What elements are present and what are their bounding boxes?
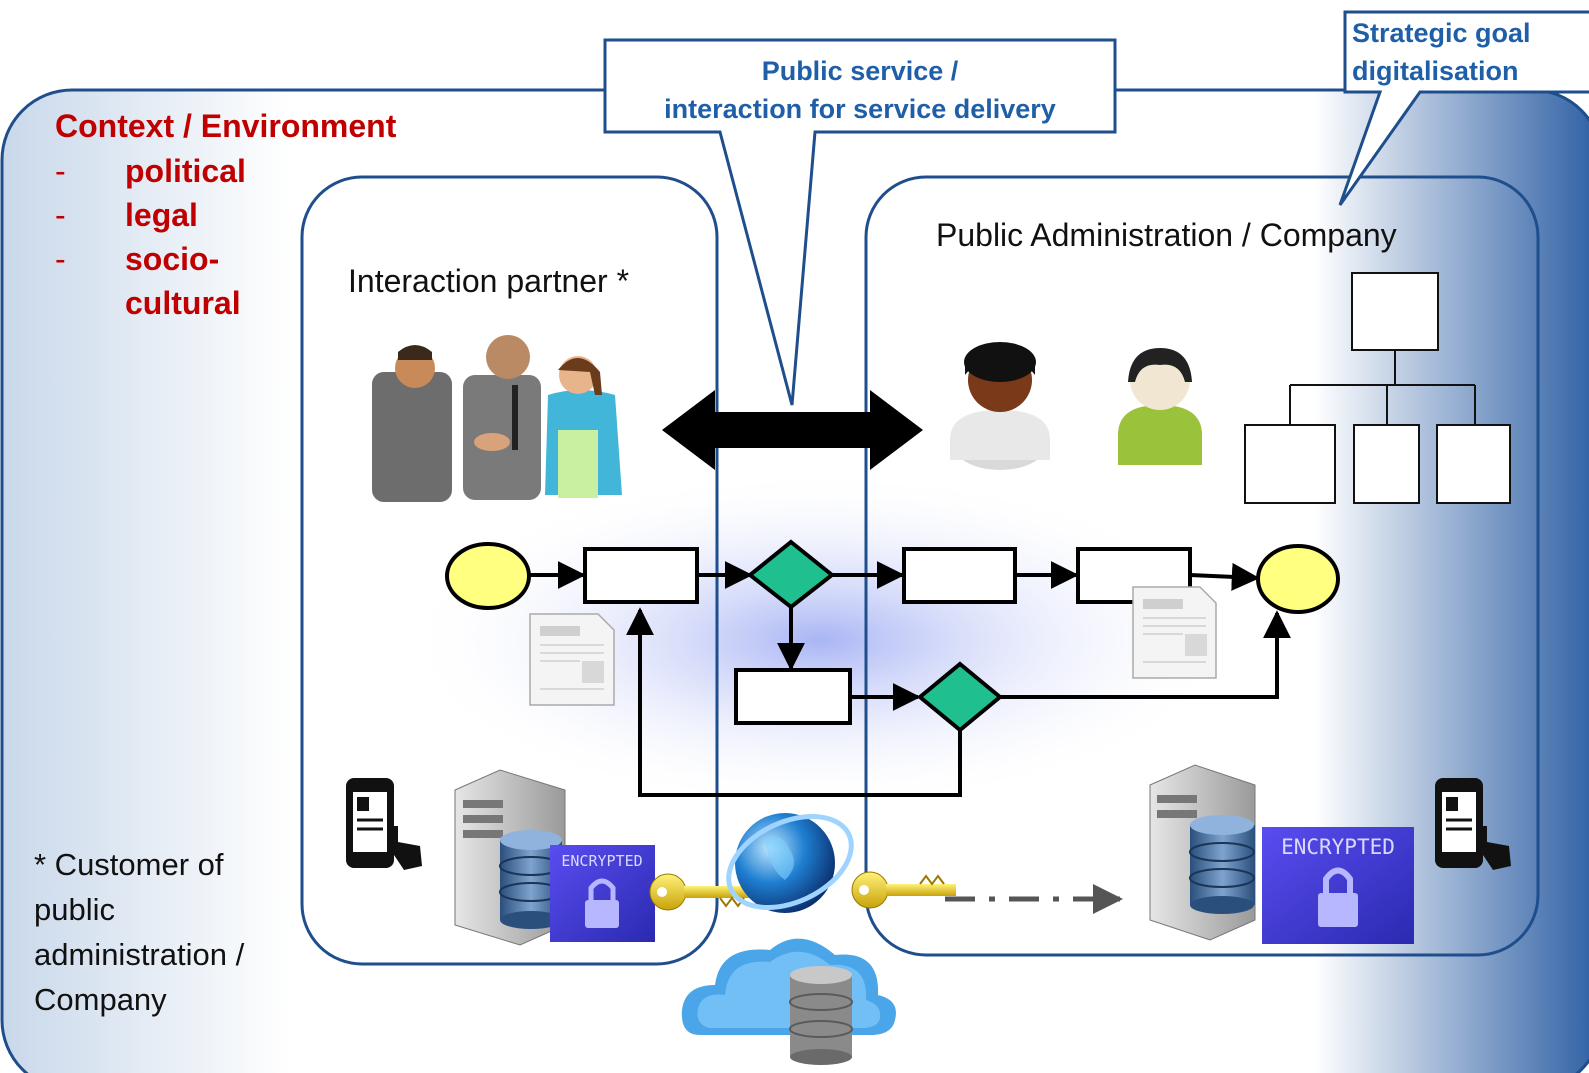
task-box-2 [902, 547, 1017, 604]
context-item-label: political [125, 153, 246, 189]
context-item-legal: - legal [55, 197, 198, 234]
callout-public-service [603, 38, 1117, 406]
document-icon [1132, 586, 1217, 679]
lane-right-label: Public Administration / Company [936, 217, 1397, 253]
globe-icon [726, 813, 854, 913]
callout-strategic-line1: Strategic goal [1352, 18, 1531, 48]
end-event [1256, 544, 1340, 614]
callout-strategic-goal [1338, 10, 1589, 206]
encrypted-lock-icon: ENCRYPTED [1262, 827, 1414, 944]
gateway-1 [746, 539, 836, 610]
lane-interaction-partner [300, 175, 719, 966]
interaction-double-arrow [662, 390, 923, 470]
context-item-label: socio- [125, 241, 220, 277]
footnote-line3: administration / [34, 937, 245, 972]
footnote-line2: public [34, 892, 115, 927]
key-icon [851, 871, 956, 909]
mobile-phone-icon [346, 778, 422, 870]
footnote: * Customer of public administration / Co… [34, 842, 294, 1022]
encrypted-label: ENCRYPTED [1281, 835, 1395, 859]
start-event [445, 542, 531, 610]
server-database-icon [1149, 764, 1256, 941]
task-box-1 [583, 547, 699, 604]
context-item-socio: - socio- [55, 241, 219, 278]
list-dash: - [55, 241, 66, 277]
callout-strategic-line2: digitalisation [1352, 56, 1519, 86]
cloud-database-icon [681, 938, 896, 1065]
server-database-icon [454, 769, 566, 946]
process-glow [400, 470, 1240, 810]
process-flow [530, 561, 1291, 797]
handshake-people-icon [372, 335, 622, 502]
task-box-4 [734, 668, 852, 725]
mobile-phone-icon [1435, 778, 1511, 870]
callout-service-line1: Public service / [761, 56, 959, 86]
callout-service-line2: interaction for service delivery [664, 94, 1056, 124]
context-item-label: cultural [125, 285, 241, 321]
callout-service-text: Public service / interaction for service… [610, 52, 1110, 128]
list-dash: - [55, 153, 66, 189]
user-dark-icon [950, 342, 1050, 470]
encrypted-label: ENCRYPTED [561, 852, 642, 870]
encrypted-lock-icon: ENCRYPTED [550, 845, 655, 942]
context-item-cultural: cultural [55, 285, 241, 322]
document-icon [529, 613, 615, 706]
user-green-icon [1118, 348, 1202, 465]
list-dash: - [55, 197, 66, 233]
context-item-label: legal [125, 197, 198, 233]
context-item-political: - political [55, 153, 246, 190]
context-title: Context / Environment [55, 108, 397, 144]
footnote-line1: * Customer of [34, 847, 224, 882]
lane-left-label: Interaction partner * [348, 263, 630, 299]
callout-strategic-text: Strategic goal digitalisation [1352, 14, 1531, 90]
footnote-line4: Company [34, 982, 167, 1017]
lane-public-administration [864, 175, 1540, 957]
org-chart-icon [1244, 272, 1511, 504]
gateway-2 [916, 661, 1004, 733]
